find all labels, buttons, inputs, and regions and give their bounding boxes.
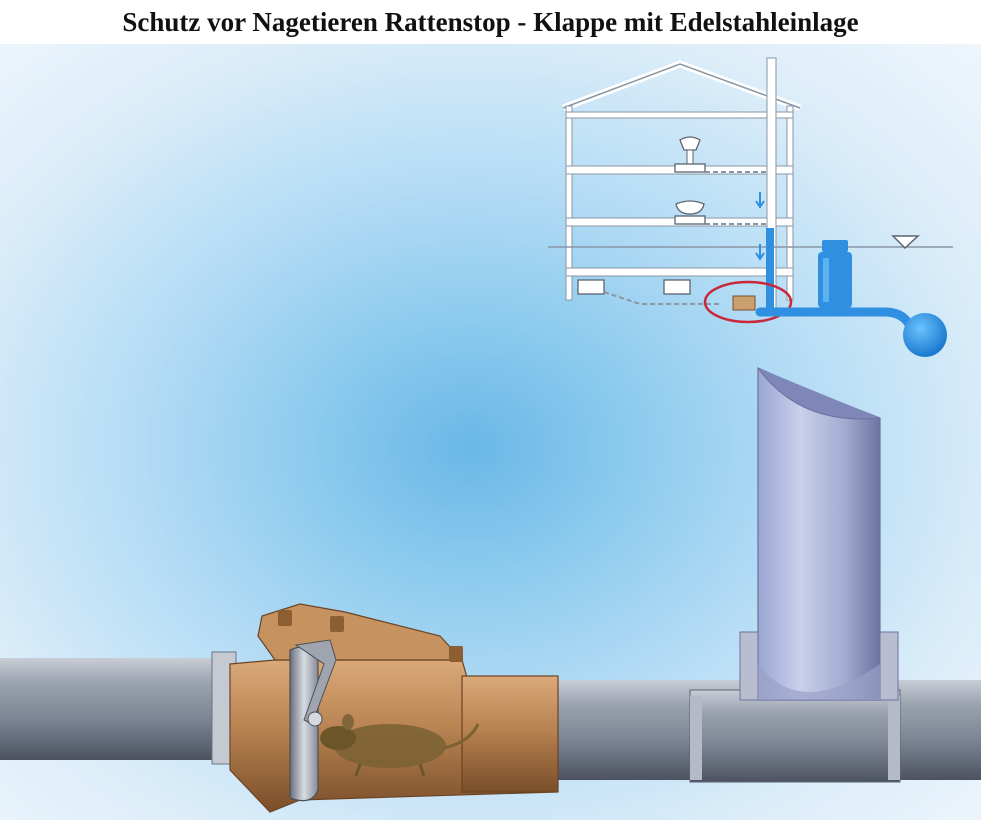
floor-drain-right-icon	[663, 279, 691, 295]
cover-bolt-left	[278, 610, 292, 626]
house-wall-left	[565, 105, 573, 301]
rat-ear	[342, 714, 354, 730]
rat-legs	[354, 763, 426, 777]
sewer-pipe	[0, 658, 981, 783]
house-icon	[548, 57, 953, 357]
cover-bolt-rear	[449, 646, 463, 662]
branch-socket-left	[739, 631, 759, 701]
sewer-connection-pipe	[755, 307, 917, 335]
tee-junction	[758, 664, 880, 700]
flap-pivot	[307, 711, 323, 727]
drain-line-basement	[603, 291, 720, 305]
branch-socket-right	[879, 631, 899, 701]
backflow-valve-icon	[211, 603, 559, 813]
sink-icon	[674, 136, 706, 173]
rat-icon	[320, 714, 480, 777]
flow-arrow-lower-icon	[755, 244, 765, 261]
flow-arrow-upper-icon	[755, 192, 765, 209]
diagram-scene	[0, 44, 981, 820]
vertical-pipe	[739, 367, 899, 701]
valve-location-icon	[732, 295, 756, 311]
ground-level-triangle-icon	[891, 235, 920, 250]
inspection-shaft-icon	[818, 240, 852, 308]
rat-tail	[443, 723, 480, 750]
house-roof-outline	[562, 63, 801, 109]
diagram-canvas	[0, 57, 981, 813]
rat-head	[320, 726, 356, 750]
tee-socket-right	[888, 696, 900, 780]
valve-outlet-collar	[461, 675, 559, 793]
cover-bolt-right	[330, 616, 344, 632]
rat-body	[334, 724, 446, 768]
house-attic-floor	[565, 111, 794, 119]
page-title: Schutz vor Nagetieren Rattenstop - Klapp…	[0, 0, 981, 44]
pipe-left-segment	[0, 658, 230, 760]
valve-highlight-circle	[703, 280, 793, 324]
tee-fitting	[689, 689, 901, 783]
toilet-icon	[674, 200, 706, 225]
house-floor-basement	[565, 267, 794, 277]
tee-socket-left	[690, 696, 702, 780]
water-flow-vertical	[766, 228, 774, 308]
house-roof	[561, 60, 802, 112]
floor-drain-left-icon	[577, 279, 605, 295]
sewer-main-icon	[903, 313, 947, 357]
vertical-pipe-cut	[757, 367, 881, 420]
